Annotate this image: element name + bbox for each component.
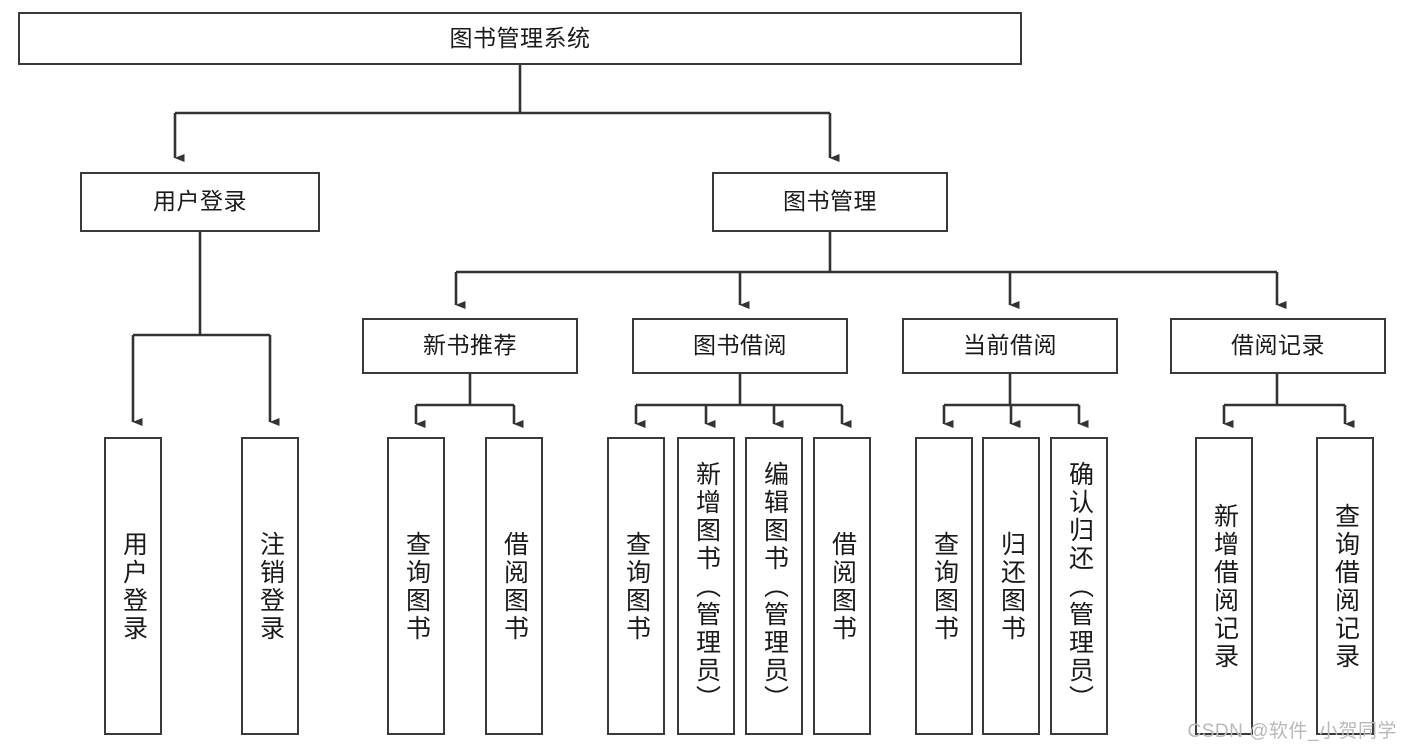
node-label: 用户登录 (119, 531, 148, 643)
node-label: 借阅图书 (828, 531, 857, 643)
leaf-current-return-book[interactable]: 归还图书 (982, 437, 1040, 735)
node-book-management[interactable]: 图书管理 (712, 172, 948, 232)
node-label: 新增图书（管理员） (692, 461, 721, 713)
leaf-current-confirm-return-admin[interactable]: 确认归还（管理员） (1050, 437, 1108, 735)
node-label: 新书推荐 (423, 332, 517, 359)
node-root-system[interactable]: 图书管理系统 (18, 12, 1022, 65)
node-current-borrow[interactable]: 当前借阅 (902, 318, 1118, 374)
node-label: 当前借阅 (963, 332, 1057, 359)
leaf-borrow-borrow-book[interactable]: 借阅图书 (813, 437, 871, 735)
node-label: 查询图书 (402, 531, 431, 643)
node-label: 查询图书 (622, 531, 651, 643)
node-new-book-recommend[interactable]: 新书推荐 (362, 318, 578, 374)
node-label: 注销登录 (256, 531, 285, 643)
node-borrow-record[interactable]: 借阅记录 (1170, 318, 1386, 374)
node-label: 图书管理系统 (449, 24, 591, 51)
leaf-record-add-record[interactable]: 新增借阅记录 (1195, 437, 1253, 735)
leaf-borrow-query-book[interactable]: 查询图书 (607, 437, 665, 735)
leaf-borrow-add-book-admin[interactable]: 新增图书（管理员） (677, 437, 735, 735)
leaf-recommend-borrow-book[interactable]: 借阅图书 (485, 437, 543, 735)
csdn-watermark: CSDN @软件_小贺同学 (1187, 721, 1397, 742)
leaf-user-login[interactable]: 用户登录 (104, 437, 162, 735)
node-user-login[interactable]: 用户登录 (80, 172, 320, 232)
node-label: 新增借阅记录 (1210, 503, 1239, 671)
node-label: 图书管理 (783, 188, 877, 215)
node-label: 编辑图书（管理员） (760, 461, 789, 713)
node-label: 图书借阅 (693, 332, 787, 359)
node-label: 归还图书 (997, 531, 1026, 643)
node-label: 借阅图书 (500, 531, 529, 643)
node-label: 查询图书 (930, 531, 959, 643)
leaf-current-query-book[interactable]: 查询图书 (915, 437, 973, 735)
leaf-user-logout[interactable]: 注销登录 (241, 437, 299, 735)
node-label: 查询借阅记录 (1331, 503, 1360, 671)
leaf-borrow-edit-book-admin[interactable]: 编辑图书（管理员） (745, 437, 803, 735)
node-label: 用户登录 (153, 188, 247, 215)
leaf-record-query-record[interactable]: 查询借阅记录 (1316, 437, 1374, 735)
node-label: 借阅记录 (1231, 332, 1325, 359)
node-label: 确认归还（管理员） (1065, 461, 1094, 713)
leaf-recommend-query-book[interactable]: 查询图书 (387, 437, 445, 735)
node-book-borrow[interactable]: 图书借阅 (632, 318, 848, 374)
